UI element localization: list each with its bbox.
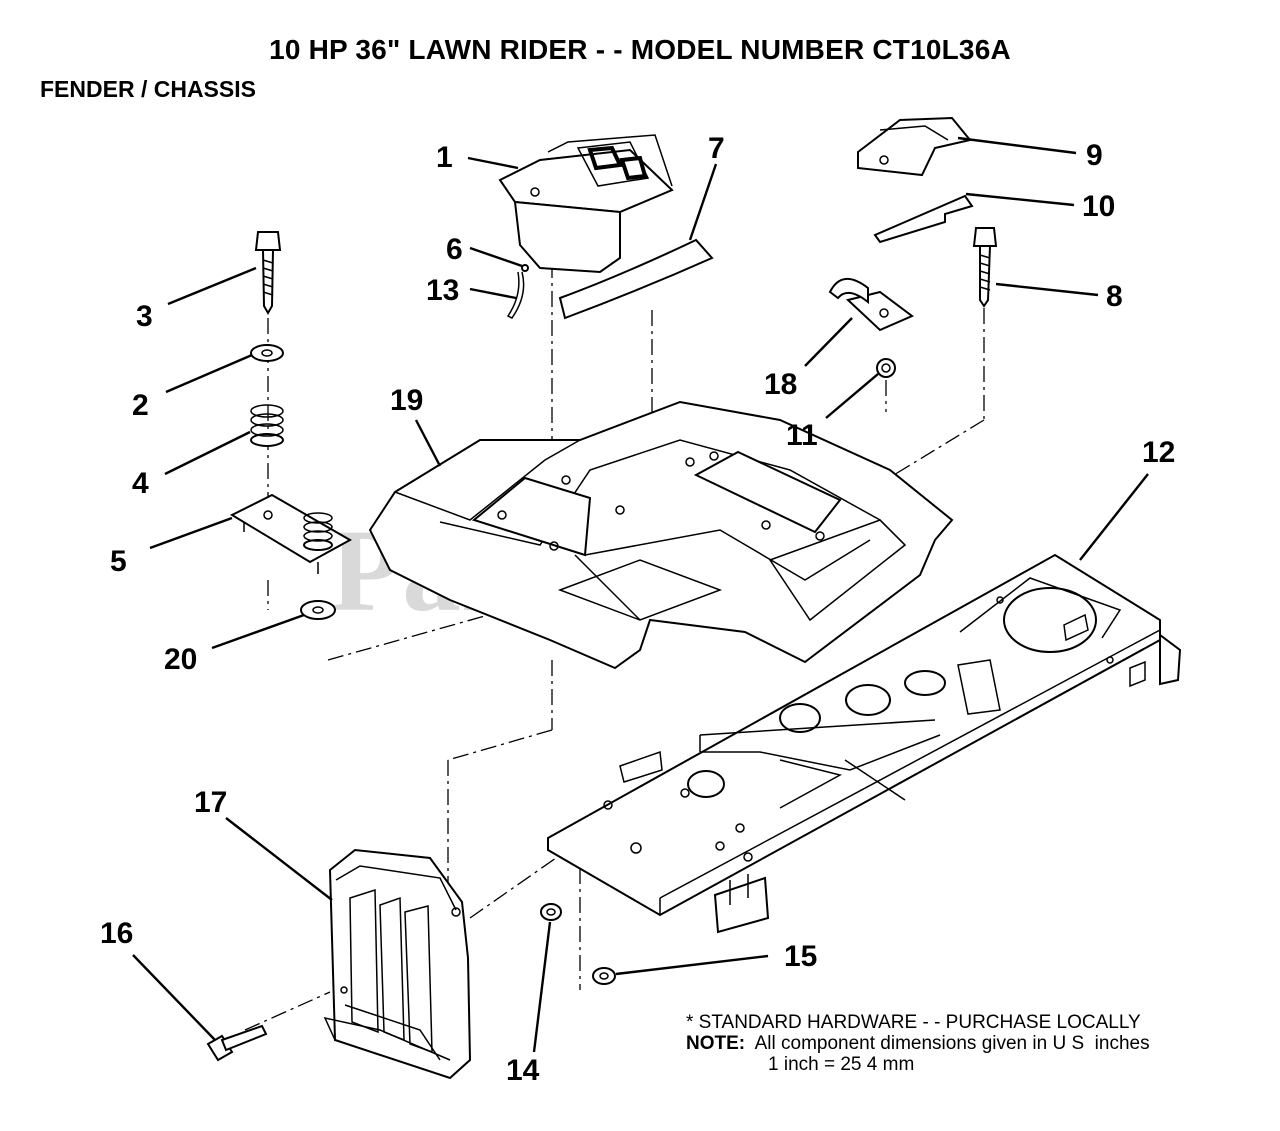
part-5-seat-plate xyxy=(229,493,353,574)
alignment-lines xyxy=(244,262,985,1031)
conversion-note: 1 inch = 25 4 mm xyxy=(686,1054,1150,1075)
dimensions-note: NOTE: All component dimensions given in … xyxy=(686,1033,1150,1054)
part-2-washer xyxy=(250,344,284,362)
callout-16: 16 xyxy=(100,917,133,950)
callout-3: 3 xyxy=(136,300,153,333)
conversion-text: 1 inch = 25 4 mm xyxy=(768,1054,915,1075)
part-9-plate xyxy=(857,116,972,177)
callout-14: 14 xyxy=(506,1054,540,1087)
callout-12: 12 xyxy=(1142,436,1175,469)
part-10-strap xyxy=(873,194,974,244)
part-8-bolt xyxy=(972,227,998,308)
callout-1: 1 xyxy=(436,141,453,174)
part-19-fender xyxy=(368,400,954,670)
part-20-washer xyxy=(300,600,336,620)
part-15-nut xyxy=(592,967,616,985)
callout-7: 7 xyxy=(708,132,725,165)
callout-19: 19 xyxy=(390,384,423,417)
callout-numbers: 1 2 3 4 5 6 7 8 9 10 11 12 13 14 15 16 1… xyxy=(100,132,1175,1087)
leader-lines xyxy=(132,136,1149,1053)
callout-8: 8 xyxy=(1106,280,1123,313)
callout-10: 10 xyxy=(1082,190,1115,223)
notes-block: * STANDARD HARDWARE - - PURCHASE LOCALLY… xyxy=(686,1012,1150,1075)
part-18-clamp xyxy=(828,278,914,332)
callout-5: 5 xyxy=(110,545,127,578)
part-12-chassis xyxy=(547,553,1182,934)
callout-18: 18 xyxy=(764,368,797,401)
callout-11: 11 xyxy=(786,419,818,452)
part-11-nut xyxy=(876,358,896,378)
note-label: NOTE: xyxy=(686,1033,746,1054)
part-3-bolt xyxy=(254,231,282,316)
diagram-subtitle: FENDER / CHASSIS xyxy=(40,76,256,102)
note-text: All component dimensions given in U S in… xyxy=(754,1033,1150,1054)
part-6-13-pin xyxy=(506,264,529,319)
callout-17: 17 xyxy=(194,786,227,819)
part-7-decal xyxy=(558,238,714,320)
callout-6: 6 xyxy=(446,233,463,266)
part-16-bolt xyxy=(206,1024,268,1062)
diagram-title: 10 HP 36" LAWN RIDER - - MODEL NUMBER CT… xyxy=(269,34,1011,65)
callout-20: 20 xyxy=(164,643,197,676)
part-14-nut xyxy=(540,903,562,921)
callout-13: 13 xyxy=(426,274,459,307)
callout-2: 2 xyxy=(132,389,149,422)
standard-hardware-note: * STANDARD HARDWARE - - PURCHASE LOCALLY xyxy=(686,1012,1141,1033)
callout-9: 9 xyxy=(1086,139,1103,172)
callout-15: 15 xyxy=(784,940,817,973)
part-4-spring xyxy=(250,404,284,447)
part-1-seat-box xyxy=(498,134,674,274)
part-17-hitch-plate xyxy=(323,848,472,1080)
callout-4: 4 xyxy=(132,467,149,500)
